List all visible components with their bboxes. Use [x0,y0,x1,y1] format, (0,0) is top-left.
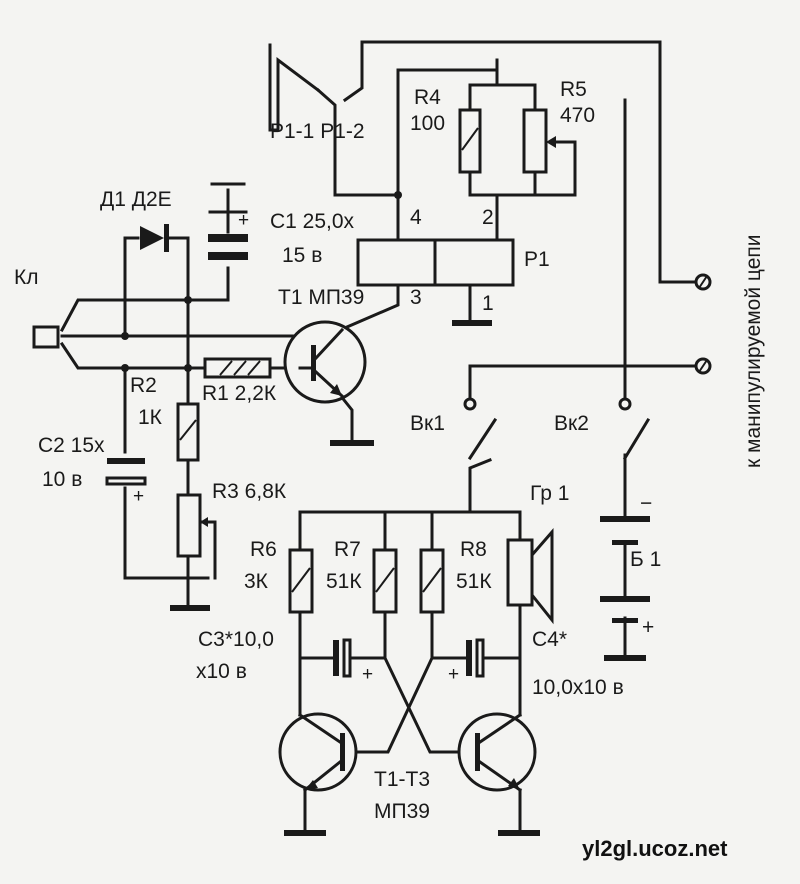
label-r8-a: R8 [460,538,487,561]
transistor-t1 [283,320,367,404]
label-r7-b: 51К [326,570,362,593]
label-c3-a: С3*10,0 [198,628,274,651]
label-r4-a: R4 [414,86,441,109]
label-r5-b: 470 [560,104,595,127]
label-speaker: Гр 1 [530,482,569,505]
label-r2-a: R2 [130,374,157,397]
resistor-r7 [372,548,398,614]
switch-vk1 [463,397,498,461]
ground-t2 [284,830,326,836]
label-output-vertical: к манипулируемой цепи [742,234,765,468]
output-terminals [694,273,712,375]
label-r1: R1 2,2К [202,382,277,405]
label-c2-a: С2 15х [38,434,105,457]
label-r5-a: R5 [560,78,587,101]
svg-text:+: + [133,486,144,507]
key-connector [32,296,192,372]
ground-t1 [330,440,374,446]
transistor-t3 [457,712,537,793]
label-key: Кл [14,266,39,289]
relay-contacts [394,191,402,199]
resistor-r6 [288,548,314,614]
capacitor-c2: + [105,458,147,507]
labels: Кл Д1 Д2Е С1 25,0х 15 в Т1 МП39 R1 2,2К … [14,78,765,861]
label-diode: Д1 Д2Е [100,188,172,211]
label-r7-a: R7 [334,538,361,561]
svg-text:+: + [238,210,249,231]
resistor-r5 [522,108,556,174]
resistor-r2 [176,402,200,462]
switch-vk2 [618,397,651,461]
label-r6-a: R6 [250,538,277,561]
ground-battery [604,655,646,661]
label-battery: Б 1 [630,548,661,571]
resistor-r1 [203,357,272,379]
label-c3-plus: + [362,664,373,685]
label-relay: Р1 [524,248,550,271]
diode-d1 [140,224,169,252]
speaker-icon [506,527,554,625]
label-r4-b: 100 [410,112,445,135]
label-r2-b: 1К [138,406,163,429]
label-c1-a: С1 25,0х [270,210,355,233]
label-pin4: 4 [410,206,422,229]
transistor-t2 [278,712,358,793]
label-t1t3-b: МП39 [374,800,430,823]
watermark: yl2gl.ucoz.net [582,836,728,861]
label-c4-b: 10,0х10 в [532,676,624,699]
label-pin1: 1 [482,292,494,315]
label-battery-minus: − [640,492,652,515]
battery-b1 [600,516,650,623]
label-pin3: 3 [410,286,422,309]
resistor-r8 [419,548,445,614]
capacitor-c3 [333,638,352,678]
label-r8-b: 51К [456,570,492,593]
label-r3: R3 6,8К [212,480,287,503]
label-vk2: Вк2 [554,412,589,435]
label-t1t3-a: Т1-Т3 [374,768,430,791]
label-r6-b: 3К [244,570,269,593]
potentiometer-r3 [176,493,217,558]
resistor-r4 [458,108,482,174]
label-c4-plus: + [448,664,459,685]
capacitor-c4 [466,638,485,678]
ground-relay [452,320,492,326]
relay-p1 [356,238,515,287]
ground-r3 [170,605,210,611]
label-pin2: 2 [482,206,494,229]
label-c2-b: 10 в [42,468,82,491]
ground-t3 [498,830,540,836]
label-c1-b: 15 в [282,244,322,267]
label-t1: Т1 МП39 [278,286,364,309]
label-c4-a: С4* [532,628,567,651]
wires [59,40,702,832]
label-battery-plus: + [642,616,654,639]
capacitor-c1: + [208,182,249,260]
label-c3-b: х10 в [196,660,247,683]
label-relay-contacts: Р1-1 Р1-2 [270,120,365,143]
label-vk1: Вк1 [410,412,445,435]
